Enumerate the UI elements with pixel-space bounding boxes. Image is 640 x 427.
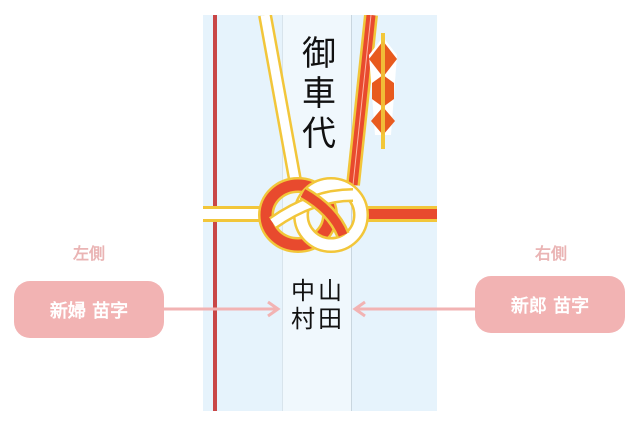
bride-surname-char-1: 中	[291, 277, 315, 305]
left-side-label: 左側	[72, 244, 105, 263]
mizuhiki-cord-icon	[203, 15, 437, 253]
groom-surname-char-2: 田	[318, 304, 342, 333]
title-char-3: 代	[302, 114, 336, 154]
bride-surname-char-2: 村	[291, 304, 315, 333]
groom-surname-pill: 新郎 苗字	[475, 276, 625, 333]
groom-surname: 山 田	[317, 277, 343, 333]
title-char-1: 御	[302, 34, 336, 74]
groom-surname-pill-text: 新郎 苗字	[510, 295, 590, 317]
bride-surname: 中 村	[290, 277, 316, 333]
bride-surname-pill: 新婦 苗字	[14, 281, 164, 338]
title-char-2: 車	[302, 74, 336, 114]
groom-surname-char-1: 山	[318, 277, 342, 305]
arrow-right-icon	[267, 300, 281, 318]
goshugi-envelope: 御 車 代 山 田 中 村	[203, 15, 437, 411]
noshi-ornament-icon	[369, 33, 397, 149]
bride-surname-pill-text: 新婦 苗字	[49, 300, 129, 322]
arrow-left-icon	[352, 300, 366, 318]
right-side-label: 右側	[534, 244, 567, 263]
